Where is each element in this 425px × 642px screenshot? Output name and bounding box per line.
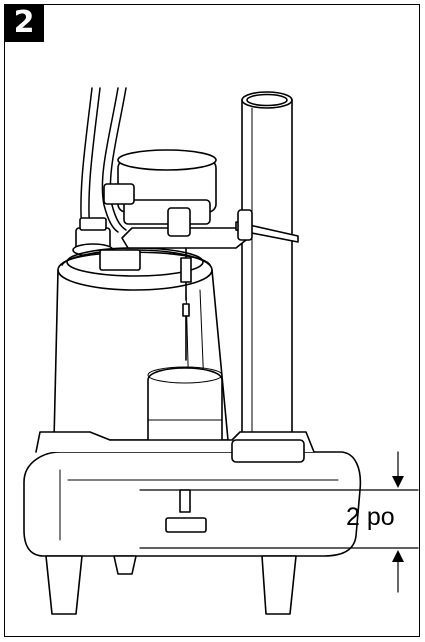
discharge-pipe (241, 91, 293, 441)
pump-base (23, 431, 362, 557)
pump-feet (45, 555, 297, 615)
figure-frame (4, 4, 420, 637)
dimension-indicator (139, 451, 419, 593)
pipe-clamp (235, 209, 299, 243)
step-number-badge: 2 (4, 4, 44, 42)
dimension-label: 2 po (346, 503, 395, 531)
